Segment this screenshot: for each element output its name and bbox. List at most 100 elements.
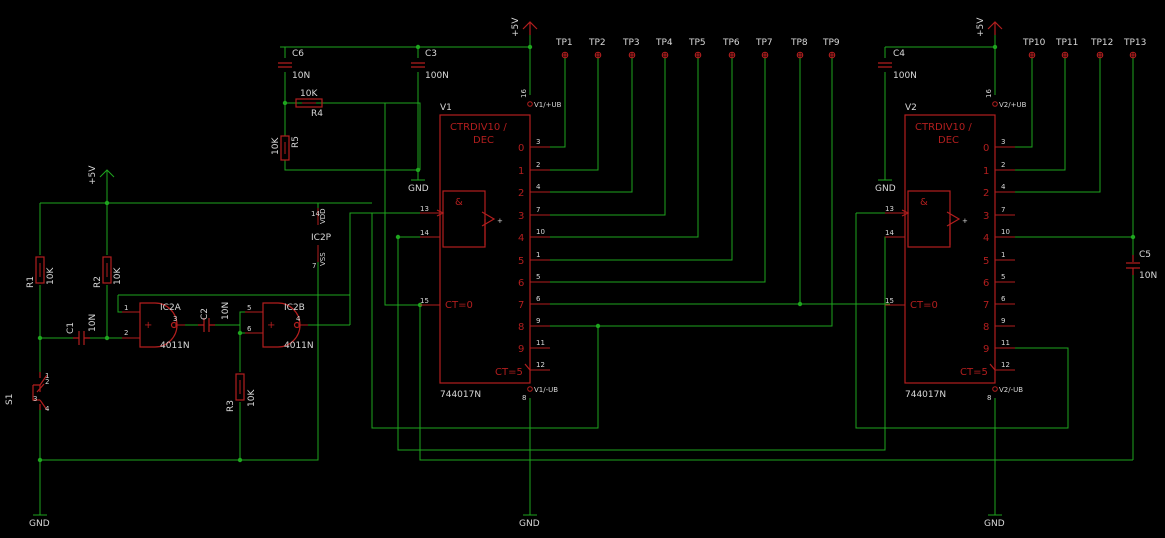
svg-text:4: 4 [45,405,50,413]
svg-text:2: 2 [1001,161,1005,169]
switch-s1[interactable]: 1 2 3 4 S1 [5,372,50,413]
svg-text:10N: 10N [88,314,98,332]
svg-text:TP1: TP1 [555,38,573,48]
test-point-tp2[interactable]: TP2 [588,38,606,59]
svg-text:C6: C6 [292,49,304,59]
svg-text:5: 5 [518,256,524,267]
svg-text:V1/-UB: V1/-UB [534,386,558,394]
svg-text:4011N: 4011N [160,341,190,351]
svg-text:TP2: TP2 [588,38,606,48]
test-point-tp13[interactable]: TP13 [1123,38,1146,59]
svg-text:14: 14 [885,229,894,237]
resistor-r5[interactable]: 10K R5 [271,135,301,161]
nand-gate-ic2a[interactable]: + 1 2 3 IC2A 4011N [122,302,190,351]
svg-text:+: + [144,320,152,331]
svg-text:IC2P: IC2P [311,233,332,243]
svg-text:TP4: TP4 [655,38,673,48]
svg-text:4: 4 [518,233,524,244]
svg-text:GND: GND [984,519,1005,529]
resistor-r3[interactable]: R3 10K [226,373,257,412]
svg-text:15: 15 [885,297,894,305]
svg-text:7: 7 [536,206,540,214]
power-pins-ic2p[interactable]: 14 VDD IC2P 7 VSS [311,208,332,270]
resistor-r2[interactable]: R2 10K [93,256,123,288]
test-point-tp3[interactable]: TP3 [622,38,640,59]
svg-text:GND: GND [29,519,50,529]
svg-text:14: 14 [420,229,429,237]
wires [39,35,1134,515]
test-point-tp11[interactable]: TP11 [1055,38,1078,59]
gnd-symbol-c4: GND [875,179,896,194]
svg-text:+5V: +5V [976,17,986,37]
svg-text:8: 8 [518,322,524,333]
test-point-tp7[interactable]: TP7 [755,38,773,59]
svg-text:3: 3 [33,395,37,403]
test-point-tp5[interactable]: TP5 [688,38,706,59]
capacitor-c3[interactable]: C3 100N [411,49,449,81]
supply-plus-5v-v1: +5V [511,17,538,37]
svg-text:744017N: 744017N [440,390,481,400]
svg-text:13: 13 [420,205,429,213]
svg-text:8: 8 [522,394,526,402]
resistor-r4[interactable]: 10K R4 [295,89,323,119]
capacitor-c4[interactable]: C4 100N [878,49,917,81]
test-points: TP1 TP2 TP3 TP4 TP5 TP6 TP7 TP8 TP9 TP10 TP11 TP12 T… [555,38,1146,59]
svg-text:16: 16 [985,89,993,98]
svg-text:10N: 10N [221,302,231,320]
svg-text:S1: S1 [5,394,15,405]
svg-text:100N: 100N [425,71,449,81]
gnd-symbol-left: GND [29,514,50,529]
gnd-symbol-v1: GND [519,514,540,529]
test-point-tp1[interactable]: TP1 [555,38,573,59]
svg-text:C2: C2 [200,308,210,320]
svg-text:+5V: +5V [511,17,521,37]
svg-text:7: 7 [518,300,524,311]
svg-text:R2: R2 [93,276,103,288]
svg-text:10: 10 [536,228,545,236]
capacitor-c1[interactable]: C1 10N [66,314,98,345]
resistor-r1[interactable]: R1 10K [26,256,56,288]
svg-text:TP6: TP6 [722,38,740,48]
svg-text:2: 2 [983,188,989,199]
svg-text:2: 2 [518,188,524,199]
test-point-tp12[interactable]: TP12 [1090,38,1113,59]
capacitor-c5[interactable]: C5 10N [1126,250,1157,281]
svg-text:3: 3 [173,315,177,323]
test-point-tp6[interactable]: TP6 [722,38,740,59]
svg-text:DEC: DEC [938,135,959,146]
capacitor-c2[interactable]: C2 10N [198,302,231,332]
svg-text:VSS: VSS [319,252,327,266]
svg-text:10K: 10K [271,137,281,155]
junctions [37,44,1136,463]
svg-text:CT=5: CT=5 [495,367,523,378]
svg-text:10K: 10K [46,267,56,285]
nand-gate-ic2b[interactable]: + 5 6 4 IC2B 4011N [245,302,314,351]
svg-text:6: 6 [536,295,541,303]
svg-text:1: 1 [124,304,128,312]
svg-text:0: 0 [983,143,989,154]
test-point-tp4[interactable]: TP4 [655,38,673,59]
capacitor-c6[interactable]: C6 10N [278,49,310,81]
svg-text:1: 1 [45,372,49,380]
svg-text:CTRDIV10 /: CTRDIV10 / [450,122,507,133]
svg-text:3: 3 [536,138,540,146]
test-point-tp8[interactable]: TP8 [790,38,808,59]
svg-text:0: 0 [518,143,524,154]
svg-text:CTRDIV10 /: CTRDIV10 / [915,122,972,133]
svg-text:3: 3 [1001,138,1005,146]
svg-text:3: 3 [983,211,989,222]
svg-text:9: 9 [1001,317,1005,325]
svg-text:DEC: DEC [473,135,494,146]
svg-text:6: 6 [983,278,989,289]
svg-text:CT=0: CT=0 [445,300,473,311]
svg-text:8: 8 [987,394,991,402]
svg-text:5: 5 [536,273,540,281]
test-point-tp10[interactable]: TP10 [1022,38,1046,59]
test-point-tp9[interactable]: TP9 [822,38,840,59]
svg-text:6: 6 [247,325,252,333]
svg-text:6: 6 [518,278,524,289]
svg-text:7: 7 [983,300,989,311]
